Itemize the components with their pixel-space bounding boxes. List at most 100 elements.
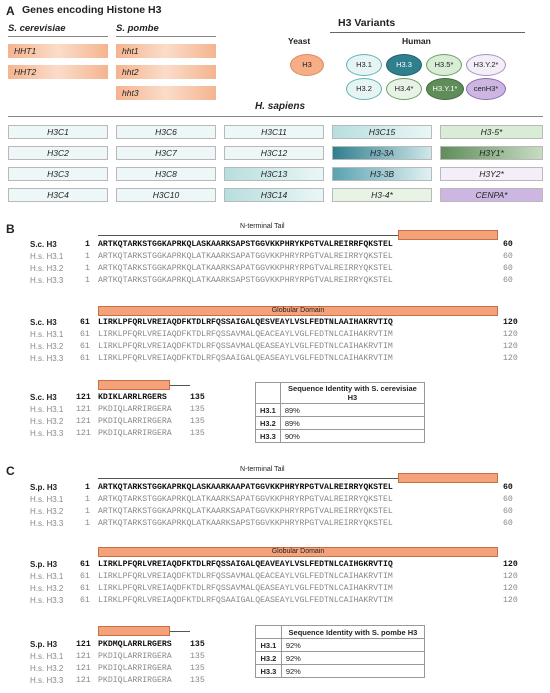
globular-label: Globular Domain (271, 548, 325, 555)
seq-row: LIRKLPFQRLVREIAQDFKTDLRFQSAAIGALQEASEAYL… (98, 354, 393, 363)
row-label: H.s. H3.2 (30, 664, 64, 673)
seq-end: 60 (503, 483, 513, 492)
row-label: H.s. H3.3 (30, 354, 64, 363)
gene-h3c11: H3C11 (224, 125, 324, 139)
seq-end: 120 (503, 572, 518, 581)
panel-a-letter: A (6, 4, 15, 18)
panel-c-letter: C (6, 464, 15, 478)
seq-end: 120 (503, 584, 518, 593)
seq-row: LIRKLPFQRLVREIAQDFKTDLRFQSSAVMALQEASEAYL… (98, 342, 393, 351)
row-label: H.s. H3.1 (30, 652, 64, 661)
identity-table: Sequence Identity with S. cerevisiae H3 … (255, 382, 426, 443)
cerevisiae-header: S. cerevisiae (8, 23, 66, 34)
identity-value: 92% (280, 651, 426, 665)
seq-start: 61 (80, 342, 90, 351)
gene-h3-4: H3-4* (332, 188, 432, 202)
row-label: H.s. H3.1 (30, 252, 64, 261)
ref-label: S.c. H3 (30, 393, 57, 402)
variant-cenh3-oval: cenH3* (466, 78, 506, 100)
seq-end: 120 (503, 354, 518, 363)
identity-variant: H3.3 (255, 664, 282, 678)
gene-h3c13: H3C13 (224, 167, 324, 181)
gene-h3-3b: H3-3B (332, 167, 432, 181)
row-label: H.s. H3.1 (30, 330, 64, 339)
seq-row: LIRKLPFQRLVREIAQDFKTDLRFQSSAVMALQEACEAYL… (98, 572, 393, 581)
gene-h3y2: H3Y2* (440, 167, 543, 181)
globular-label: Globular Domain (271, 307, 325, 314)
seq-row: PKDIQLARRIRGERA (98, 676, 172, 685)
seq-end: 60 (503, 240, 513, 249)
seq-row: ARTKQTARKSTGGKAPRKQLATKAARKSAPATGGVKKPHR… (98, 507, 393, 516)
gene-h3c6: H3C6 (116, 125, 216, 139)
seq-start: 1 (85, 276, 90, 285)
seq-row: PKDIQLARRIRGERA (98, 664, 172, 673)
seq-row: PKDIQLARRIRGERA (98, 417, 172, 426)
gene-h3c14: H3C14 (224, 188, 324, 202)
row-label: H.s. H3.1 (30, 495, 64, 504)
variant-h34-oval: H3.4* (386, 78, 422, 100)
divider (330, 32, 525, 33)
seq-end: 60 (503, 276, 513, 285)
seq-ref: LIRKLPFQRLVREIAQDFKTDLRFQSSAIGALQESVEAYL… (98, 318, 393, 327)
yeast-label: Yeast (288, 36, 311, 46)
seq-start: 121 (76, 640, 91, 649)
gene-hht2: HHT2 (8, 65, 108, 79)
panel-a-title: Genes encoding Histone H3 (22, 4, 162, 16)
row-label: H.s. H3.2 (30, 507, 64, 516)
seq-end: 60 (503, 507, 513, 516)
seq-end: 135 (190, 393, 205, 402)
tail-line (98, 478, 398, 479)
seq-start: 121 (76, 664, 91, 673)
variant-h3y1-oval: H3.Y.1* (426, 78, 464, 100)
variants-title: H3 Variants (338, 17, 396, 29)
seq-row: ARTKQTARKSTGGKAPRKQLATKAARKSAPSTGGVKKPHR… (98, 519, 393, 528)
seq-end: 60 (503, 264, 513, 273)
variant-h35-oval: H3.5* (426, 54, 462, 76)
seq-start: 1 (85, 495, 90, 504)
seq-start: 1 (85, 240, 90, 249)
row-label: H.s. H3.3 (30, 676, 64, 685)
seq-end: 120 (503, 560, 518, 569)
seq-end: 60 (503, 519, 513, 528)
gene-h3c8: H3C8 (116, 167, 216, 181)
seq-row: LIRKLPFQRLVREIAQDFKTDLRFQSSAVMALQEASEAYL… (98, 584, 393, 593)
seq-start: 1 (85, 507, 90, 516)
seq-end: 120 (503, 318, 518, 327)
row-label: H.s. H3.1 (30, 405, 64, 414)
globular-domain-bar: Globular Domain (98, 547, 498, 557)
row-label: H.s. H3.2 (30, 584, 64, 593)
gene-h3-3a: H3-3A (332, 146, 432, 160)
variant-h31-oval: H3.1 (346, 54, 382, 76)
ref-label: S.p. H3 (30, 560, 58, 569)
seq-start: 61 (80, 572, 90, 581)
c-term-line (170, 631, 190, 632)
seq-ref: KDIKLARRLRGERS (98, 393, 167, 402)
row-label: H.s. H3.2 (30, 264, 64, 273)
gene-cenpa: CENPA* (440, 188, 543, 202)
gene-h3c4: H3C4 (8, 188, 108, 202)
c-term-line (170, 385, 190, 386)
seq-start: 1 (85, 252, 90, 261)
pombe-header: S. pombe (116, 23, 159, 34)
gene-h3-5: H3-5* (440, 125, 543, 139)
yeast-h3-oval: H3 (290, 54, 324, 76)
gene-h3y1: H3Y1* (440, 146, 543, 160)
row-label: H.s. H3.2 (30, 417, 64, 426)
seq-start: 121 (76, 676, 91, 685)
seq-start: 1 (85, 519, 90, 528)
seq-start: 121 (76, 393, 91, 402)
seq-ref: ARTKQTARKSTGGKAPRKQLASKAARKSAPSTGGVKKPHR… (98, 240, 393, 249)
identity-variant: H3.2 (255, 651, 282, 665)
row-label: H.s. H3.1 (30, 572, 64, 581)
gene-hht1-pombe: hht1 (116, 44, 216, 58)
gene-h3c2: H3C2 (8, 146, 108, 160)
seq-end: 135 (190, 417, 205, 426)
seq-ref: ARTKQTARKSTGGKAPRKQLASKAARKAAPATGGVKKPHR… (98, 483, 393, 492)
seq-start: 121 (76, 417, 91, 426)
ref-label: S.p. H3 (30, 483, 58, 492)
seq-row: PKDIQLARRIRGERA (98, 429, 172, 438)
seq-row: ARTKQTARKSTGGKAPRKQLATKAARKSAPSTGGVKKPHR… (98, 276, 393, 285)
tail-line (98, 235, 398, 236)
row-label: H.s. H3.3 (30, 276, 64, 285)
